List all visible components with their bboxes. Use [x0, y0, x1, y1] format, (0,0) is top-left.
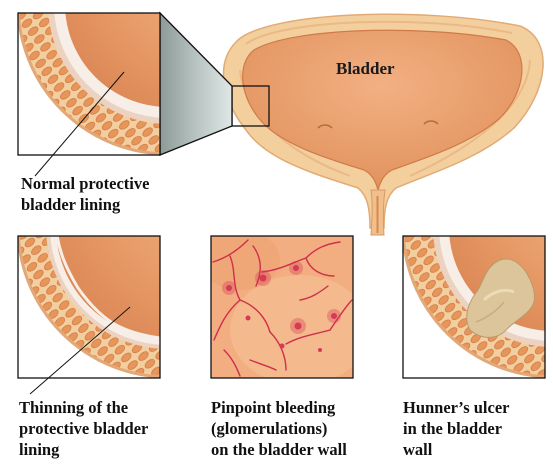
caption-line: Thinning of the — [19, 397, 148, 418]
caption-line: bladder lining — [21, 194, 149, 215]
bladder-organ — [224, 14, 544, 235]
caption-thinning: Thinning of the protective bladder linin… — [19, 397, 148, 460]
caption-line: protective bladder — [19, 418, 148, 439]
bladder-label: Bladder — [336, 59, 395, 79]
caption-line: on the bladder wall — [211, 439, 347, 460]
caption-normal: Normal protective bladder lining — [21, 173, 149, 215]
zoom-connector — [160, 13, 232, 155]
caption-line: wall — [403, 439, 509, 460]
caption-bleeding: Pinpoint bleeding (glomerulations) on th… — [211, 397, 347, 460]
panel-bleeding — [200, 230, 370, 385]
caption-line: (glomerulations) — [211, 418, 347, 439]
caption-line: Pinpoint bleeding — [211, 397, 347, 418]
caption-line: Normal protective — [21, 173, 149, 194]
caption-line: Hunner’s ulcer — [403, 397, 509, 418]
caption-line: lining — [19, 439, 148, 460]
caption-ulcer: Hunner’s ulcer in the bladder wall — [403, 397, 509, 460]
caption-line: in the bladder — [403, 418, 509, 439]
